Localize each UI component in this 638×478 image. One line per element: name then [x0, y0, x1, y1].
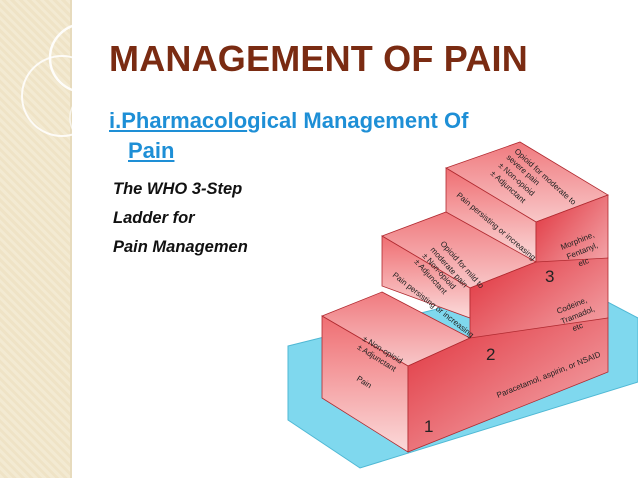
step1-side	[407, 317, 609, 453]
left-band-divider	[70, 0, 72, 478]
subtitle-part-2[interactable]: gical Management Of	[247, 108, 469, 133]
step-number-1: 1	[424, 417, 433, 436]
body-line: The WHO 3-Step	[113, 180, 243, 198]
subtitle-line-2[interactable]: Pain	[128, 138, 175, 163]
body-line: Pain Managemen	[113, 238, 248, 256]
decorative-circles	[21, 22, 123, 145]
step-number-2: 2	[486, 345, 495, 364]
step2-front-line: etc	[571, 321, 584, 333]
body-line: Ladder for	[113, 209, 195, 227]
step-number-3: 3	[545, 267, 554, 286]
subtitle-link[interactable]: i.Pharmacological Management Of Pain	[109, 106, 599, 166]
subtitle-part-1[interactable]: i.Pharmacolo	[109, 108, 248, 133]
slide-title: MANAGEMENT OF PAIN	[109, 38, 528, 79]
step3-front-line: etc	[577, 256, 590, 268]
who-ladder-text: The WHO 3-Step Ladder for Pain Managemen	[113, 175, 248, 262]
